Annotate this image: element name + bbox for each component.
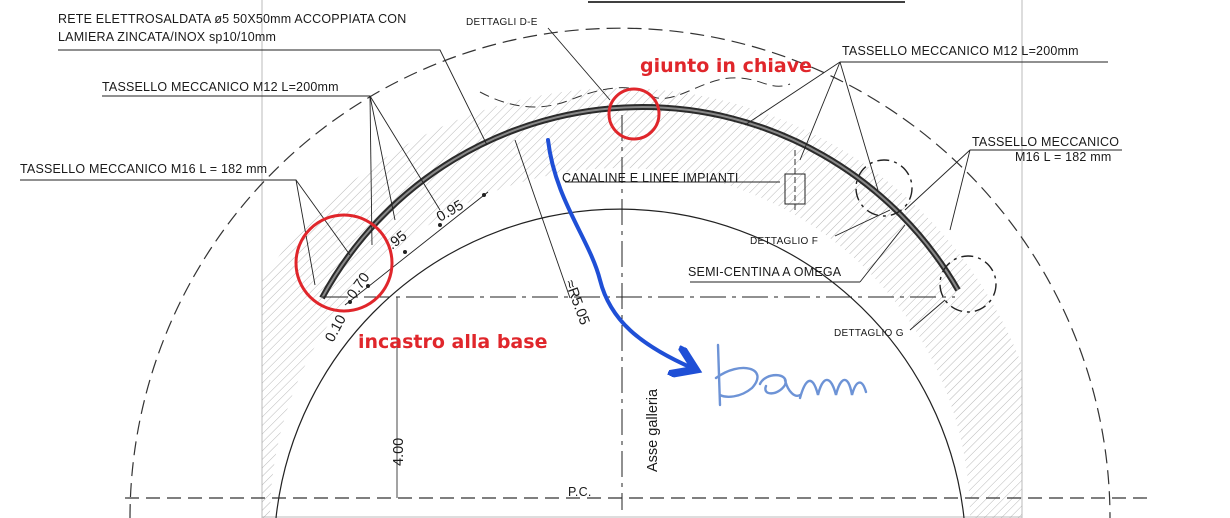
label-radius: ≈R5.05 [561, 278, 592, 327]
annotation-giunto: giunto in chiave [640, 55, 812, 77]
tunnel-intrados [275, 208, 965, 518]
label-dettaglio-f: DETTAGLIO F [750, 236, 818, 247]
arch-dimension-chain [344, 191, 489, 306]
label-dettaglio-g: DETTAGLIO G [834, 328, 904, 339]
label-dettagli-de: DETTAGLI D-E [466, 17, 538, 28]
annotation-incastro: incastro alla base [358, 331, 547, 353]
label-tassello-m12-right: TASSELLO MECCANICO M12 L=200mm [842, 44, 1079, 58]
detail-g-circle [939, 255, 997, 313]
label-canaline: CANALINE E LINEE IMPIANTI [562, 171, 739, 185]
label-tassello-m16-right-line2: M16 L = 182 mm [1015, 150, 1111, 164]
label-tassello-m16-right-line1: TASSELLO MECCANICO [972, 135, 1119, 149]
label-rete-line2: LAMIERA ZINCATA/INOX sp10/10mm [58, 30, 276, 44]
radius-line [514, 139, 571, 299]
detail-f-circle [855, 159, 913, 217]
rock-ring-hatch [262, 88, 1022, 518]
label-semi-centina: SEMI-CENTINA A OMEGA [688, 265, 842, 279]
base-joint-circle [294, 213, 394, 313]
outer-excavation-line [129, 27, 1111, 518]
label-asse-galleria: Asse galleria [645, 388, 661, 472]
label-tassello-m16-left: TASSELLO MECCANICO M16 L = 182 mm [20, 162, 267, 176]
beam-arrow [546, 138, 692, 368]
label-rete-line1: RETE ELETTROSALDATA ø5 50X50mm ACCOPPIAT… [58, 12, 406, 26]
label-pc: P.C. [568, 485, 592, 499]
leader-lines [20, 27, 1122, 331]
handwritten-beam [714, 343, 868, 407]
crown-joint-circle [607, 87, 661, 141]
services-box [784, 150, 806, 210]
label-dim-400: 4.00 [391, 438, 407, 466]
label-tassello-m12-left: TASSELLO MECCANICO M12 L=200mm [102, 80, 339, 94]
